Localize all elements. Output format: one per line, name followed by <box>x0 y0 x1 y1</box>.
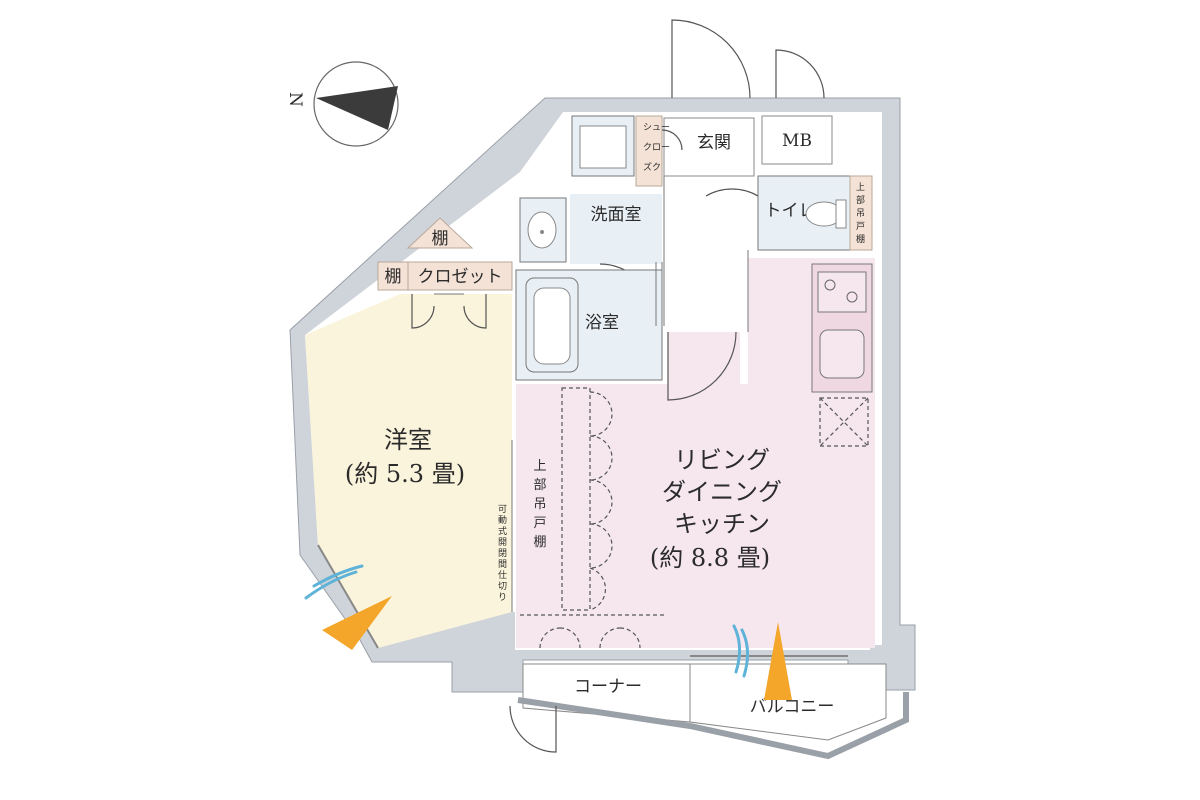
entrance-label: 玄関 <box>697 133 731 153</box>
corner-label: コーナー <box>574 677 642 697</box>
shoe-cloak <box>635 115 663 187</box>
svg-text:クロー: クロー <box>643 142 670 153</box>
shelf-left-label: 棚 <box>385 267 402 287</box>
washroom <box>570 194 662 264</box>
svg-text:棚: 棚 <box>533 535 546 550</box>
closet <box>407 261 513 291</box>
shoe-cloak-door <box>661 129 683 151</box>
movable-partition-char: 切 <box>498 581 507 592</box>
corner-door <box>509 705 557 753</box>
movable-partition-char: り <box>498 592 507 603</box>
burner-icon <box>824 279 858 303</box>
compass: N <box>285 61 399 147</box>
ldk-room <box>516 258 875 648</box>
sink <box>819 329 865 379</box>
svg-text:シュー: シュー <box>643 123 670 133</box>
movable-partition: 可 動 式 開 閉 間 仕 切 り <box>498 440 513 612</box>
western-room-area: (約 5.3 畳) <box>345 460 465 488</box>
washroom-label: 洗面室 <box>591 205 642 225</box>
svg-text:上: 上 <box>856 182 865 193</box>
north-arrow-icon <box>316 86 398 130</box>
svg-text:部: 部 <box>533 478 546 493</box>
svg-text:吊: 吊 <box>856 208 865 219</box>
sunlight-icon <box>322 596 392 650</box>
western-room <box>305 294 512 648</box>
western-room-name: 洋室 <box>384 426 432 454</box>
north-label: N <box>285 92 305 107</box>
movable-partition-char: 閉 <box>498 548 507 559</box>
svg-text:戸: 戸 <box>856 221 865 232</box>
fridge-space <box>819 397 869 447</box>
movable-partition-char: 式 <box>498 525 507 537</box>
movable-partition-char: 開 <box>498 537 507 548</box>
movable-partition-char: 動 <box>498 515 507 526</box>
svg-text:上: 上 <box>533 459 546 474</box>
ldk-upper-cabinet <box>561 387 591 611</box>
shoe-cloak-label: シュー クロー ズク <box>643 123 670 173</box>
toilet-upper-cabinet <box>849 175 873 251</box>
balcony-label: バルコニー <box>750 697 835 717</box>
shelf-top <box>406 217 474 249</box>
ldk-entry-door <box>667 331 737 401</box>
ldk-name-line2: ダイニング <box>662 478 782 506</box>
mb-door <box>775 49 825 99</box>
svg-text:吊: 吊 <box>533 497 546 512</box>
wind-icon <box>732 624 749 678</box>
svg-text:棚: 棚 <box>856 233 865 245</box>
front-door <box>671 19 751 99</box>
ldk-upper-cabinet-label: 上 部 吊 戸 棚 <box>533 459 546 550</box>
wind-icon <box>304 564 364 600</box>
shelf-left <box>377 261 409 291</box>
movable-partition-char: 可 <box>498 504 507 515</box>
mb-label: MB <box>782 131 812 151</box>
sunlight-icon <box>764 622 792 700</box>
mb <box>761 115 833 165</box>
toilet-label: トイレ <box>765 201 816 221</box>
toilet-door <box>705 188 759 197</box>
movable-partition-char: 仕 <box>498 569 507 581</box>
western-window <box>317 544 379 649</box>
ldk-floor-cabinet <box>520 614 664 649</box>
entrance <box>663 117 755 177</box>
ldk-name-line1: リビング <box>674 446 770 474</box>
ldk-name-line3: キッチン <box>674 510 770 538</box>
closet-door-swing <box>411 294 487 329</box>
svg-text:ズク: ズク <box>643 161 661 173</box>
toilet-upper-cabinet-label: 上 部 吊 戸 棚 <box>856 182 865 245</box>
svg-text:部: 部 <box>856 194 865 206</box>
ldk-area: (約 8.8 畳) <box>650 544 770 572</box>
bathroom-label: 浴室 <box>585 313 619 333</box>
closet-label: クロゼット <box>418 267 503 287</box>
movable-partition-char: 間 <box>498 559 507 570</box>
corner-balcony <box>517 663 909 760</box>
shelf-top-label: 棚 <box>432 229 449 249</box>
stove <box>817 271 867 313</box>
svg-text:戸: 戸 <box>533 516 546 531</box>
